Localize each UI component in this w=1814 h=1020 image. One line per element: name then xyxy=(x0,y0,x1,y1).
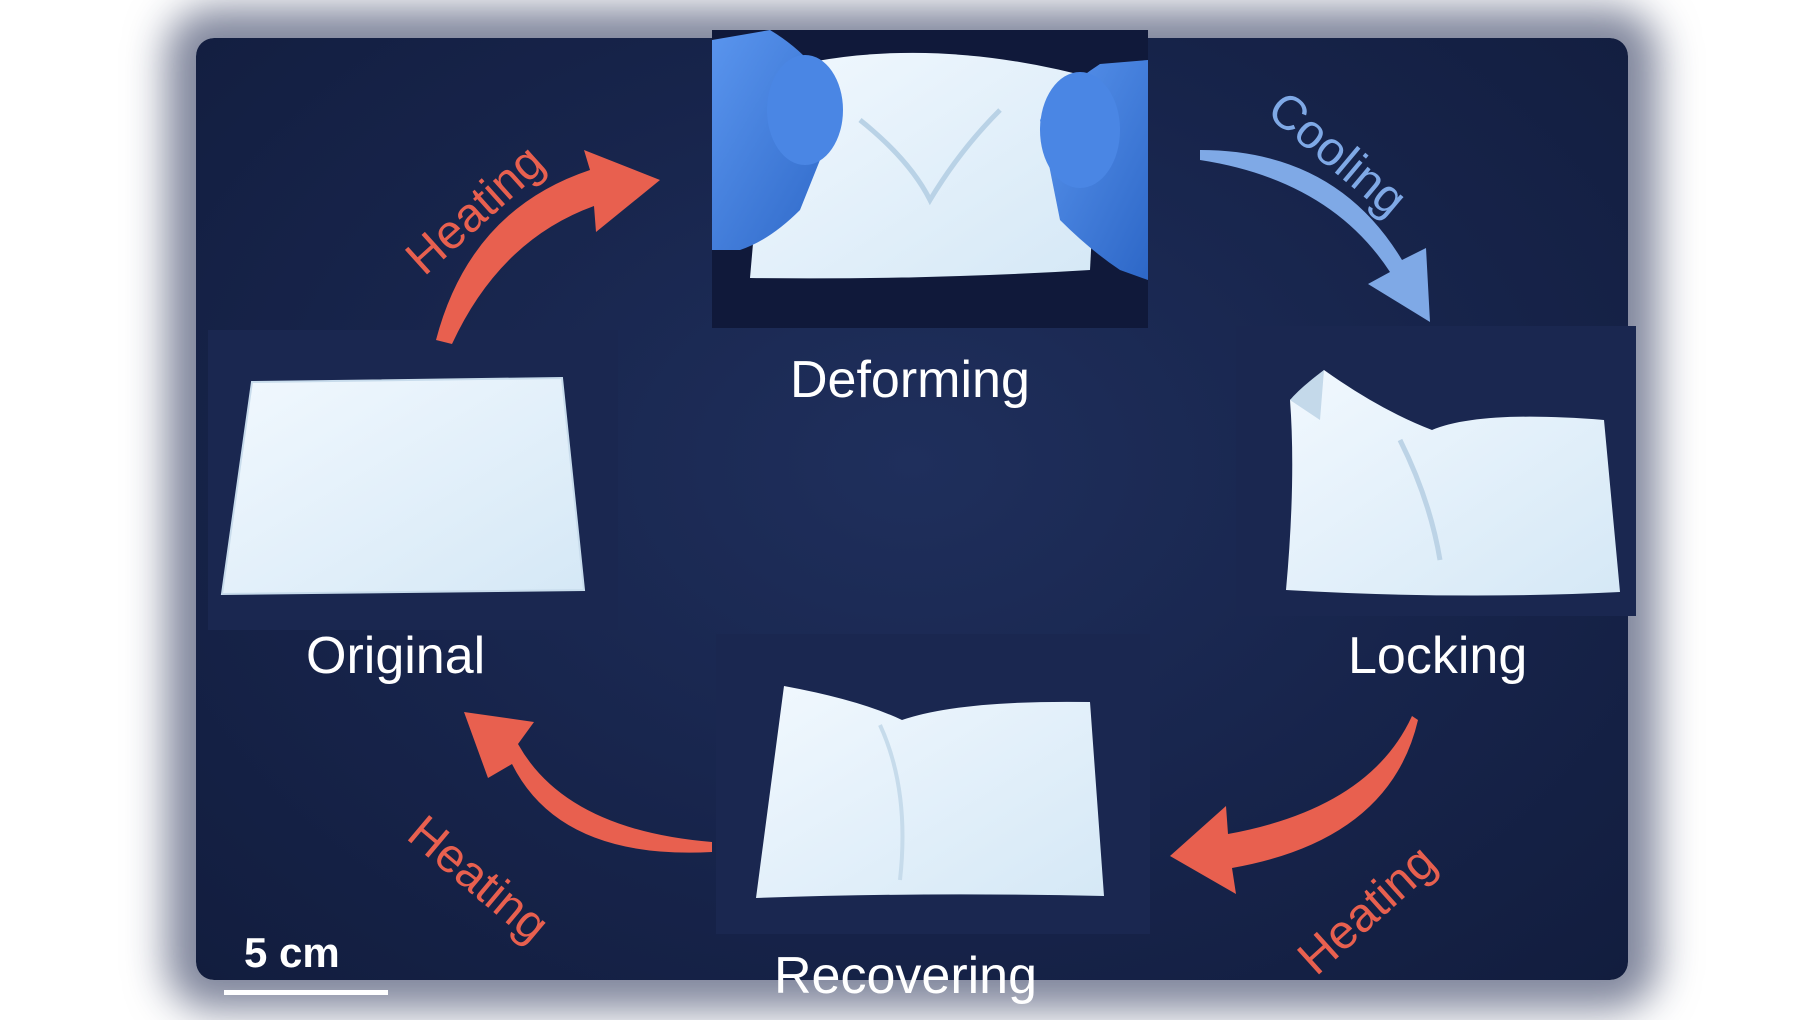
locking-photo xyxy=(1236,326,1636,616)
right-glove xyxy=(1040,60,1148,280)
stage-label-deforming: Deforming xyxy=(790,351,1030,409)
original-sheet-photo xyxy=(208,330,618,630)
stage-label-original: Original xyxy=(306,627,486,685)
heating-arrow-recovering-to-original xyxy=(464,712,712,853)
heating-arrow-locking-to-recovering xyxy=(1170,716,1418,894)
deforming-photo xyxy=(712,30,1148,328)
recovering-photo xyxy=(716,634,1150,934)
scale-bar xyxy=(224,990,388,995)
stage-label-recovering: Recovering xyxy=(774,947,1038,1005)
scale-bar-label: 5 cm xyxy=(244,929,340,976)
cooling-arrow-deforming-to-locking xyxy=(1200,150,1430,322)
heating-arrow-original-to-deforming xyxy=(436,150,660,344)
left-glove xyxy=(712,30,843,250)
stage-label-locking: Locking xyxy=(1348,627,1528,685)
